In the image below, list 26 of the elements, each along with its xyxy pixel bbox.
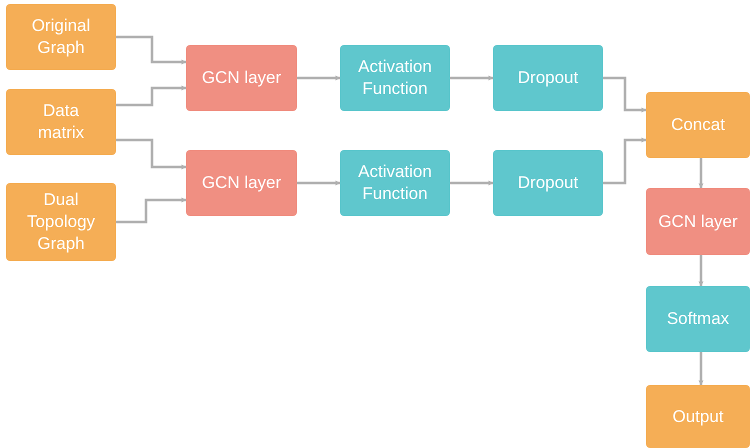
process-box: Softmax (646, 286, 750, 352)
layer-box: GCN layer (646, 188, 750, 255)
process-box: Output (646, 385, 750, 448)
arrow (116, 86, 186, 106)
process-box: Activation Function (340, 45, 450, 111)
process-box: Concat (646, 92, 750, 158)
layer-box: GCN layer (186, 150, 297, 216)
process-box: Dropout (493, 45, 603, 111)
arrow (116, 198, 186, 224)
process-box: Data matrix (6, 89, 116, 155)
arrow (450, 76, 494, 80)
arrow (698, 255, 704, 286)
arrow (297, 180, 340, 186)
process-box: Dual Topology Graph (6, 183, 116, 261)
arrow (450, 180, 494, 186)
arrow (603, 76, 646, 112)
arrow (698, 352, 704, 386)
arrow (603, 138, 646, 184)
arrow (116, 36, 186, 64)
process-box: Original Graph (6, 4, 116, 70)
arrow (116, 138, 186, 170)
layer-box: GCN layer (186, 45, 297, 111)
arrow (698, 158, 704, 188)
process-box: Activation Function (340, 150, 450, 216)
process-box: Dropout (493, 150, 603, 216)
arrow (297, 76, 340, 80)
